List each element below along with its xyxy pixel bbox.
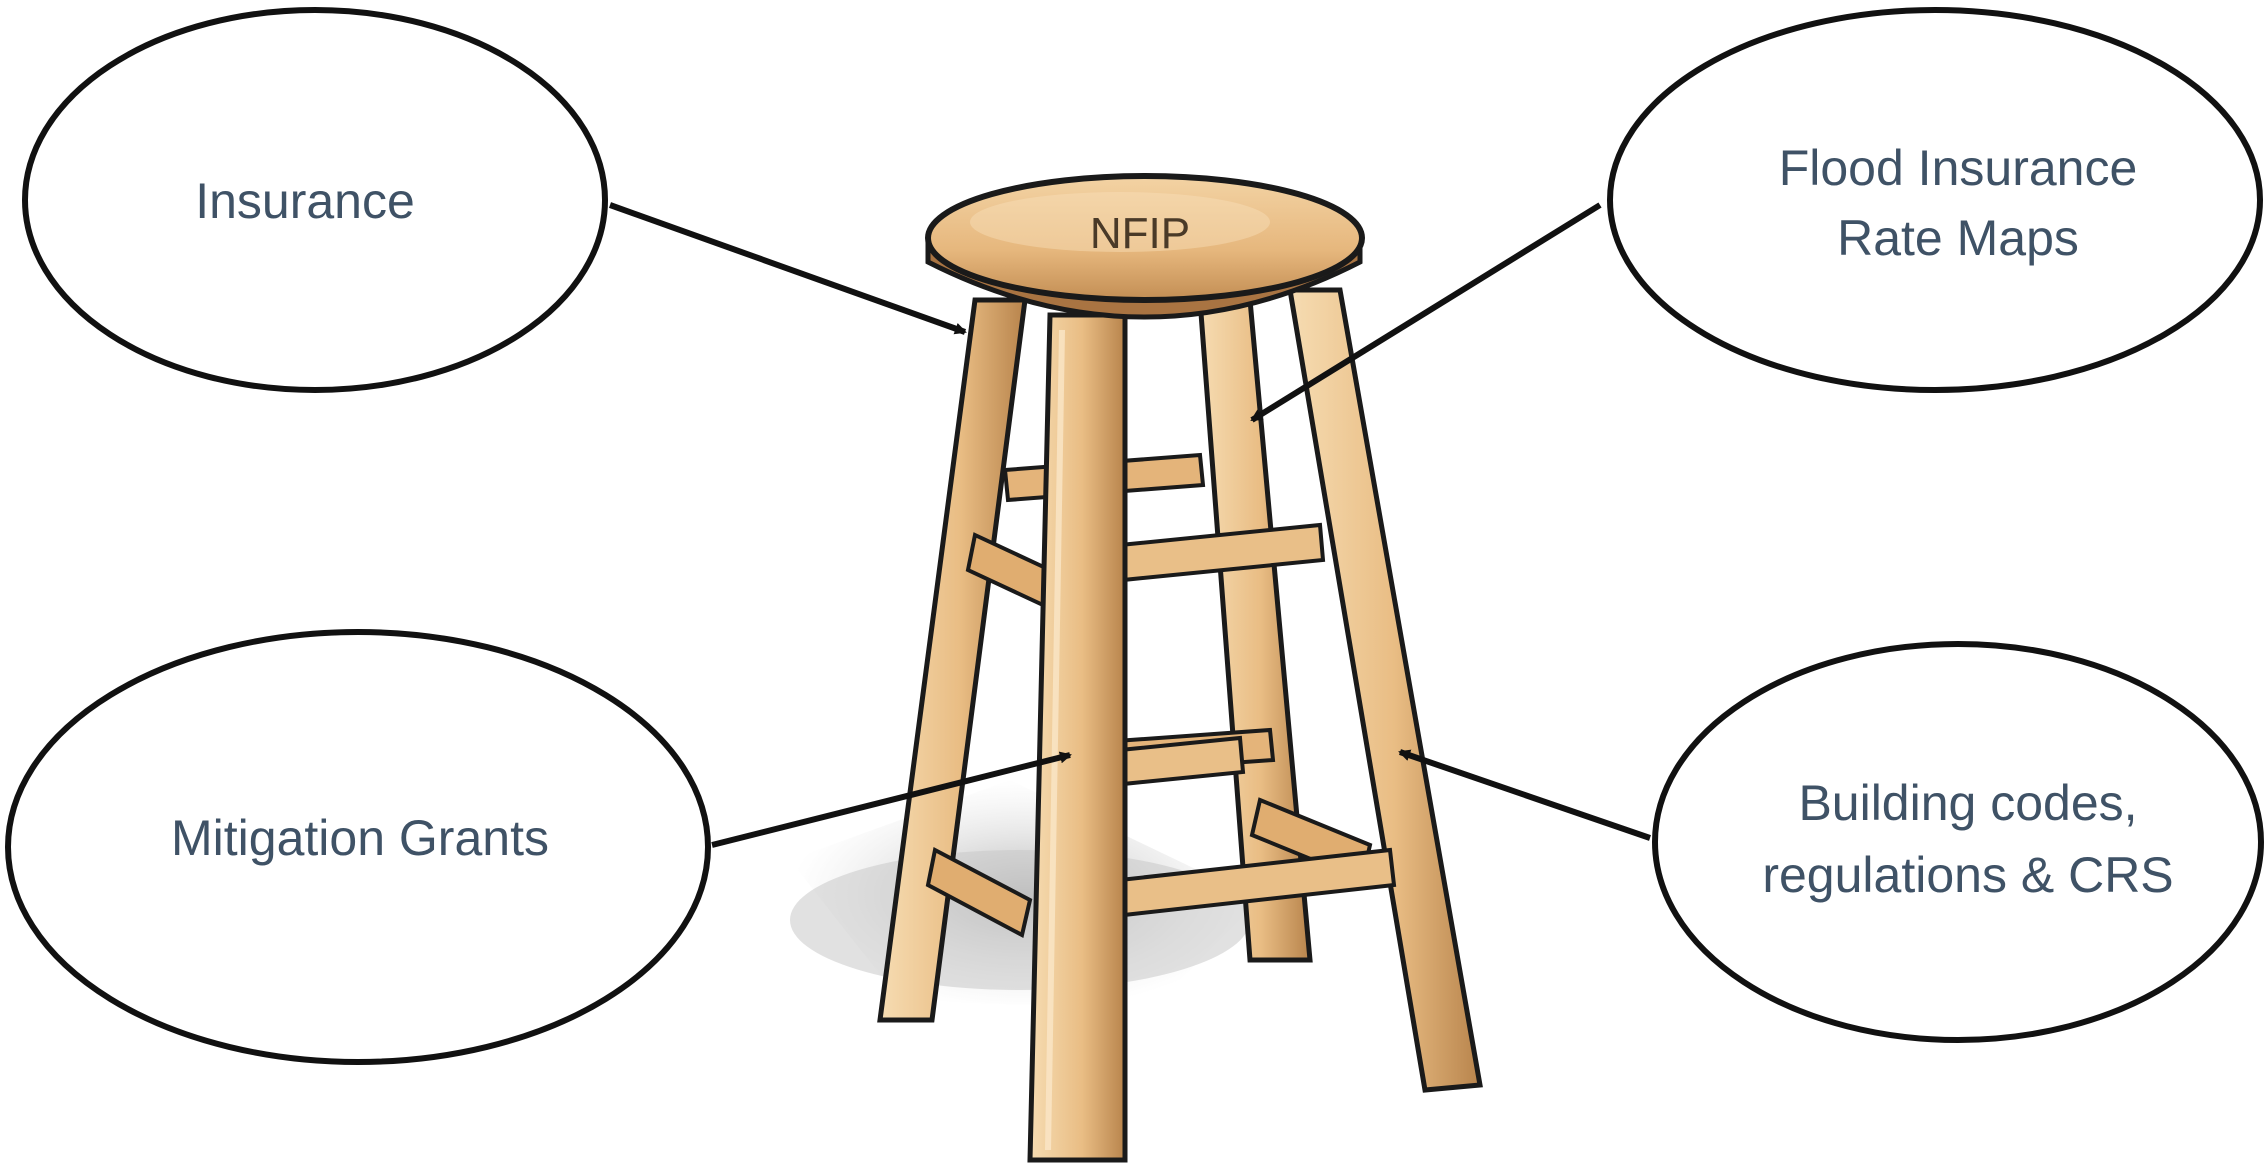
mitigation-grants-label: Mitigation Grants [171, 810, 549, 866]
insurance-arrow [610, 205, 965, 332]
flood-maps-label-line-2: Rate Maps [1837, 210, 2079, 266]
insurance-label: Insurance [195, 173, 415, 229]
stool-illustration: NFIP [880, 176, 1480, 1160]
stool-front-leg [1030, 315, 1125, 1160]
nfip-label: NFIP [1090, 209, 1190, 258]
stool-seat: NFIP [928, 176, 1362, 300]
building-codes-oval [1655, 644, 2261, 1040]
building-codes-label-line-1: Building codes, [1798, 775, 2137, 831]
pillar-mitigation-grants: Mitigation Grants [8, 632, 708, 1062]
pillar-insurance: Insurance [25, 10, 605, 390]
pillar-building-codes: Building codes, regulations & CRS [1655, 644, 2261, 1040]
pillar-flood-maps: Flood Insurance Rate Maps [1610, 10, 2260, 390]
flood-maps-label-line-1: Flood Insurance [1779, 140, 2138, 196]
building-codes-arrow [1400, 752, 1650, 838]
building-codes-label-line-2: regulations & CRS [1762, 847, 2173, 903]
stool-right-leg [1290, 290, 1480, 1090]
flood-maps-oval [1610, 10, 2260, 390]
